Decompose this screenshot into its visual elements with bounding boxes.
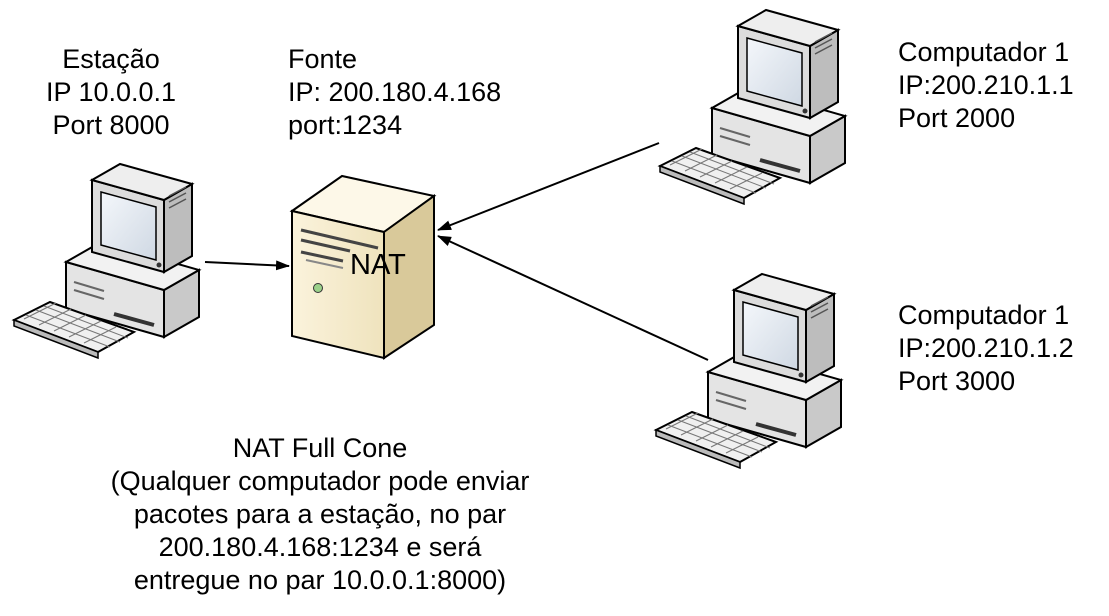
source-label: Fonte IP: 200.180.4.168 port:1234 xyxy=(288,43,501,142)
station-label: Estação IP 10.0.0.1 Port 8000 xyxy=(18,43,204,142)
station-name: Estação xyxy=(62,44,160,74)
desktop-computer-icon xyxy=(12,162,201,360)
computer2-port: Port 3000 xyxy=(898,366,1016,396)
computer2-label: Computador 1 IP:200.210.1.2 Port 3000 xyxy=(898,299,1074,398)
connection-arrows xyxy=(204,142,709,361)
caption-line: 200.180.4.168:1234 e será xyxy=(158,532,482,562)
arrow-station-to-nat xyxy=(204,260,290,271)
diagram-caption: NAT Full Cone (Qualquer computador pode … xyxy=(90,432,550,597)
caption-line: (Qualquer computador pode enviar xyxy=(110,466,530,496)
source-name: Fonte xyxy=(288,44,358,74)
arrow-computer2-to-nat xyxy=(437,235,709,361)
nat-label: NAT xyxy=(350,249,406,281)
computer1-port: Port 2000 xyxy=(898,103,1016,133)
source-port: port:1234 xyxy=(288,110,403,140)
station-ip: IP 10.0.0.1 xyxy=(45,77,177,107)
arrow-computer1-to-nat xyxy=(437,142,660,231)
desktop-computer-icon xyxy=(658,8,847,206)
server-tower-icon: NAT xyxy=(289,174,437,360)
computer2-ip: IP:200.210.1.2 xyxy=(898,333,1074,363)
computer1-label: Computador 1 IP:200.210.1.1 Port 2000 xyxy=(898,36,1074,135)
caption-line: pacotes para a estação, no par xyxy=(133,499,507,529)
computer1-name: Computador 1 xyxy=(898,37,1070,67)
desktop-computer-icon xyxy=(654,272,843,470)
station-port: Port 8000 xyxy=(52,110,170,140)
caption-line: entregue no par 10.0.0.1:8000) xyxy=(133,565,507,595)
caption-title: NAT Full Cone xyxy=(232,433,408,463)
computer2-name: Computador 1 xyxy=(898,300,1070,330)
computer1-ip: IP:200.210.1.1 xyxy=(898,70,1074,100)
source-ip: IP: 200.180.4.168 xyxy=(288,77,502,107)
